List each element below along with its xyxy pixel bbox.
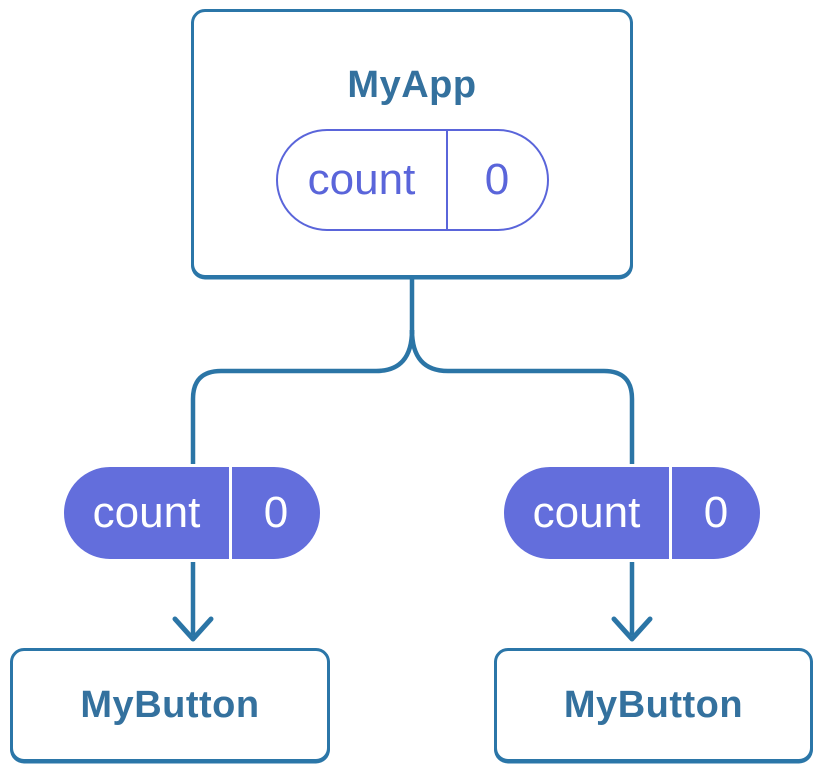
state-name-label: count <box>307 155 416 204</box>
right-prop-name-label: count <box>532 488 641 537</box>
mybutton-title-left: MyButton <box>80 684 260 726</box>
state-pill-value-segment: 0 <box>448 131 547 229</box>
mybutton-node-right: MyButton <box>494 648 813 762</box>
state-pill-name-segment: count <box>278 131 446 229</box>
left-branch-line <box>190 329 415 635</box>
state-value-label: 0 <box>484 155 510 204</box>
state-pill-divider <box>445 131 448 229</box>
right-branch-line <box>409 329 635 635</box>
myapp-node: MyApp count 0 <box>191 9 633 278</box>
left-prop-pill-divider <box>229 467 232 559</box>
right-prop-value-segment: 0 <box>672 467 760 559</box>
left-arrowhead-icon <box>172 616 214 642</box>
mybutton-node-left: MyButton <box>10 648 330 762</box>
right-prop-pill-divider <box>669 467 672 559</box>
right-prop-pill: count 0 <box>501 464 763 562</box>
mybutton-title-right: MyButton <box>563 684 744 726</box>
left-prop-name-label: count <box>92 488 201 537</box>
left-prop-value-segment: 0 <box>232 467 320 559</box>
left-prop-pill: count 0 <box>61 464 323 562</box>
left-prop-name-segment: count <box>64 467 229 559</box>
left-prop-value-label: 0 <box>263 488 289 537</box>
right-prop-value-label: 0 <box>703 488 729 537</box>
right-arrowhead-icon <box>611 616 653 642</box>
myapp-title: MyApp <box>347 64 477 106</box>
right-prop-name-segment: count <box>504 467 669 559</box>
myapp-state-pill: count 0 <box>275 129 549 231</box>
